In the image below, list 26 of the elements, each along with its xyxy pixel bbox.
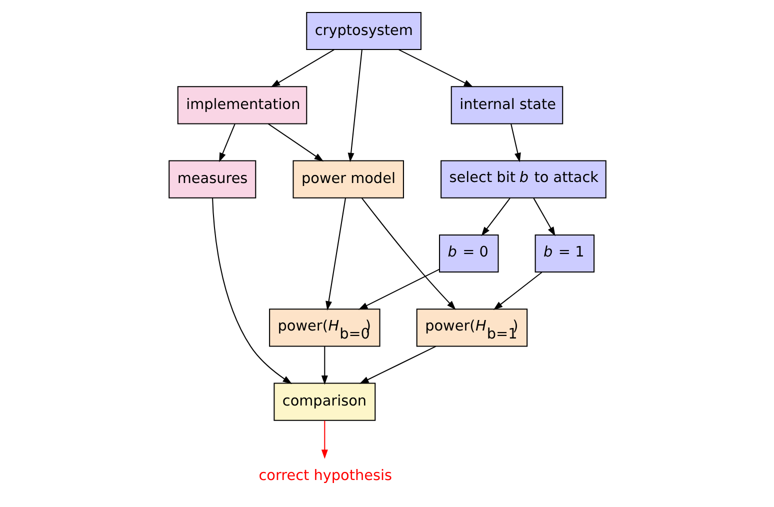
arrow xyxy=(320,420,328,459)
arrow xyxy=(325,198,346,310)
arrow xyxy=(320,346,328,385)
node-box: select bit b to attack xyxy=(440,160,606,198)
arrow xyxy=(212,198,292,384)
node-box: cryptosystem xyxy=(306,12,421,50)
arrow xyxy=(532,198,555,236)
arrow xyxy=(398,49,473,88)
arrow xyxy=(510,124,520,162)
arrow xyxy=(492,272,542,310)
node-box: implementation xyxy=(176,86,307,124)
node-box: b = 1 xyxy=(534,234,594,273)
arrow xyxy=(358,268,440,310)
arrow xyxy=(267,123,324,162)
node-text: correct hypothesis xyxy=(258,468,392,484)
node-box: internal state xyxy=(450,86,563,124)
node-box: power model xyxy=(292,160,404,198)
arrow xyxy=(358,346,436,384)
node-box: b = 0 xyxy=(438,234,498,273)
arrow xyxy=(480,198,510,236)
arrow xyxy=(347,50,362,162)
arrow xyxy=(270,49,334,88)
arrow xyxy=(360,198,456,310)
node-box: comparison xyxy=(273,382,376,421)
node-box: measures xyxy=(168,160,256,198)
arrow xyxy=(218,124,235,162)
